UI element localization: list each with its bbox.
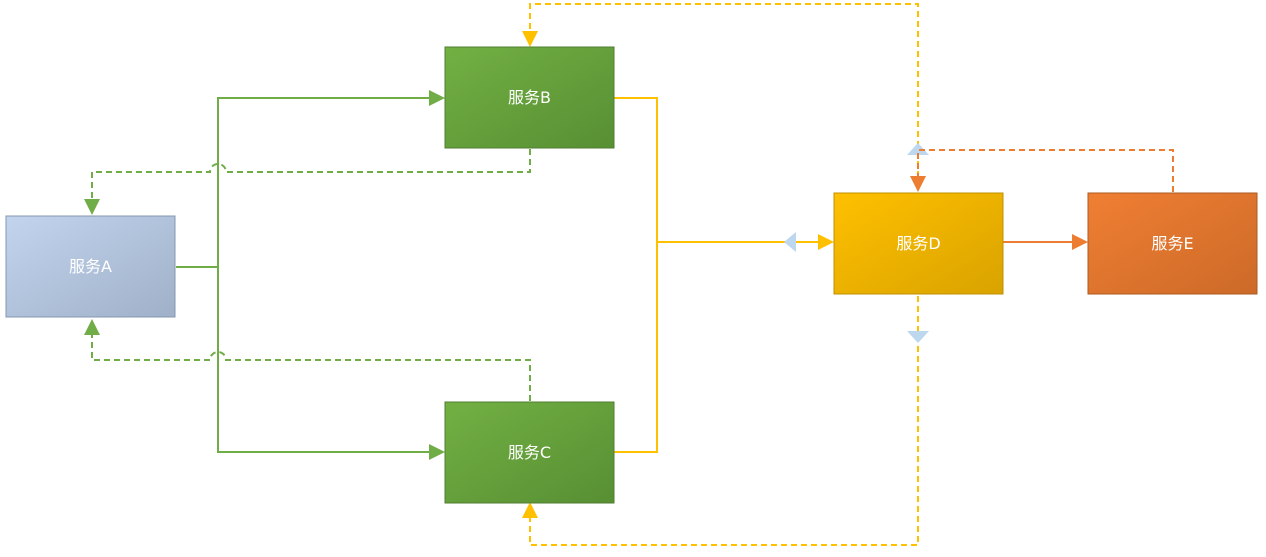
node-service-a-label: 服务A <box>69 257 112 276</box>
node-service-e-label: 服务E <box>1151 234 1193 253</box>
arrowhead-light-down <box>907 331 929 343</box>
node-service-b[interactable]: 服务B <box>444 46 615 149</box>
dashed-return-b-to-a <box>91 149 531 200</box>
node-service-e[interactable]: 服务E <box>1087 192 1258 295</box>
arrowhead-to-c <box>429 444 445 460</box>
arrowhead-to-e <box>1072 234 1088 250</box>
arrowhead-to-a-bottom <box>84 319 100 335</box>
arrowhead-to-b-top <box>522 31 538 47</box>
node-service-c[interactable]: 服务C <box>444 401 615 504</box>
connector-a-to-b-c <box>176 97 430 453</box>
node-service-d[interactable]: 服务D <box>833 192 1004 295</box>
arrowhead-to-a-top <box>84 199 100 215</box>
arrowhead-to-c-bottom <box>522 502 538 518</box>
arrowhead-to-d <box>818 234 834 250</box>
dashed-return-e-to-d <box>917 149 1174 192</box>
node-service-d-label: 服务D <box>896 234 940 253</box>
arrowhead-light-left <box>784 232 796 252</box>
dashed-loop-d-to-b <box>529 3 919 177</box>
dashed-loop-d-to-c <box>529 296 919 546</box>
connector-b-c-to-d <box>614 97 818 453</box>
arrowhead-light-up <box>907 143 929 155</box>
node-service-c-label: 服务C <box>508 443 551 462</box>
arrowhead-to-d-top <box>910 176 926 192</box>
arrowhead-to-b <box>429 90 445 106</box>
dashed-return-c-to-a <box>91 335 531 401</box>
node-service-a[interactable]: 服务A <box>5 215 176 318</box>
node-service-b-label: 服务B <box>508 88 551 107</box>
